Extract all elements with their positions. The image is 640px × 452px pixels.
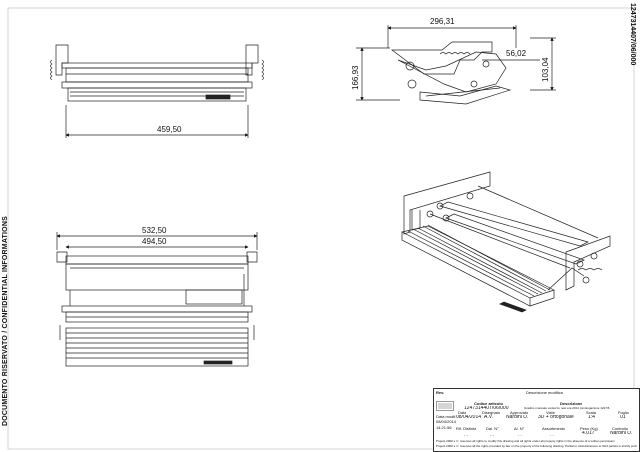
rev-label: Rev. xyxy=(436,390,445,395)
row-label-approvato: Approvato xyxy=(510,410,529,415)
row-label-viste: Viste xyxy=(546,410,555,415)
confidential-side-note: DOCUMENTO RISERVATO / CONFIDENTIAL INFOR… xyxy=(2,216,9,426)
row-value-data: 08/04/2014 xyxy=(456,415,482,420)
row-label-scala: Scala xyxy=(586,410,597,415)
dim-side-step-height: 103,04 xyxy=(541,57,550,82)
dim-side-height: 166,93 xyxy=(351,65,360,90)
row2-label-peso: Peso (Kg) xyxy=(580,426,598,431)
row-label-data: Data xyxy=(458,410,467,415)
row2-value-controllo: Nardini D. xyxy=(610,431,633,436)
row2-value-dal: - - xyxy=(490,432,494,437)
drawing-code-vertical: 1247314407/06/000 xyxy=(629,3,636,66)
time-value: 14:21:56 xyxy=(436,425,452,430)
dim-top-width: 459,50 xyxy=(157,125,182,134)
row2-label-al: Al. N° xyxy=(514,426,525,431)
description-label: Descrizione xyxy=(560,401,583,406)
row-value-viste: 3D + ortogonale xyxy=(538,415,574,420)
isometric-view xyxy=(400,171,611,313)
rev-desc-label: Descrizione modifica xyxy=(526,390,563,395)
description-value: Gradino manuale ventuzzo new era 2014 (o… xyxy=(524,406,610,410)
date-value: 08/04/2014 xyxy=(436,419,457,424)
dim-inner-width: 494,50 xyxy=(142,237,167,246)
front-view-bottom xyxy=(56,232,258,367)
dim-side-depth: 296,31 xyxy=(430,17,455,26)
legal-notice-1: Project 2000 s.r.l. reserves all rights … xyxy=(436,439,615,443)
row2-value-assortimento: - - xyxy=(550,432,554,437)
row2-label-controllo: Controllo xyxy=(612,426,629,431)
code-value: 1247314407/06/000 xyxy=(464,406,509,411)
title-block: Rev. Descrizione modifica Data modif. 08… xyxy=(433,388,640,452)
company-logo xyxy=(436,401,454,413)
dim-overall-width: 532,50 xyxy=(142,226,167,235)
row2-value-al: - - xyxy=(518,432,522,437)
row-value-scala: 1:4 xyxy=(588,415,595,420)
sheet-border xyxy=(7,7,635,450)
row2-value-peso: 4.017 xyxy=(582,431,595,436)
side-view xyxy=(356,25,556,105)
dim-side-offset: 56,02 xyxy=(506,49,527,58)
row2-label-rif: Rif. Distinta xyxy=(456,426,477,431)
row-value-disegnato: A.V. xyxy=(484,415,493,420)
row2-label-dal: Dal. N° xyxy=(486,426,499,431)
legal-notice-2: Project 2000 s.r.l. reserves all the rig… xyxy=(436,444,637,448)
date-label: Data modif. xyxy=(436,414,457,419)
row-label-foglio: Foglio xyxy=(618,410,629,415)
row-label-disegnato: Disegnato xyxy=(482,410,501,415)
row2-value-rif: - - xyxy=(464,432,468,437)
row2-label-assortimento: Assortimento xyxy=(542,426,566,431)
code-label: Codice articolo xyxy=(474,401,503,406)
row-value-approvato: Nardini D. xyxy=(506,415,529,420)
company-logo-icon xyxy=(436,401,454,411)
row-value-foglio: 01 xyxy=(620,415,626,420)
front-view-top xyxy=(50,44,264,138)
